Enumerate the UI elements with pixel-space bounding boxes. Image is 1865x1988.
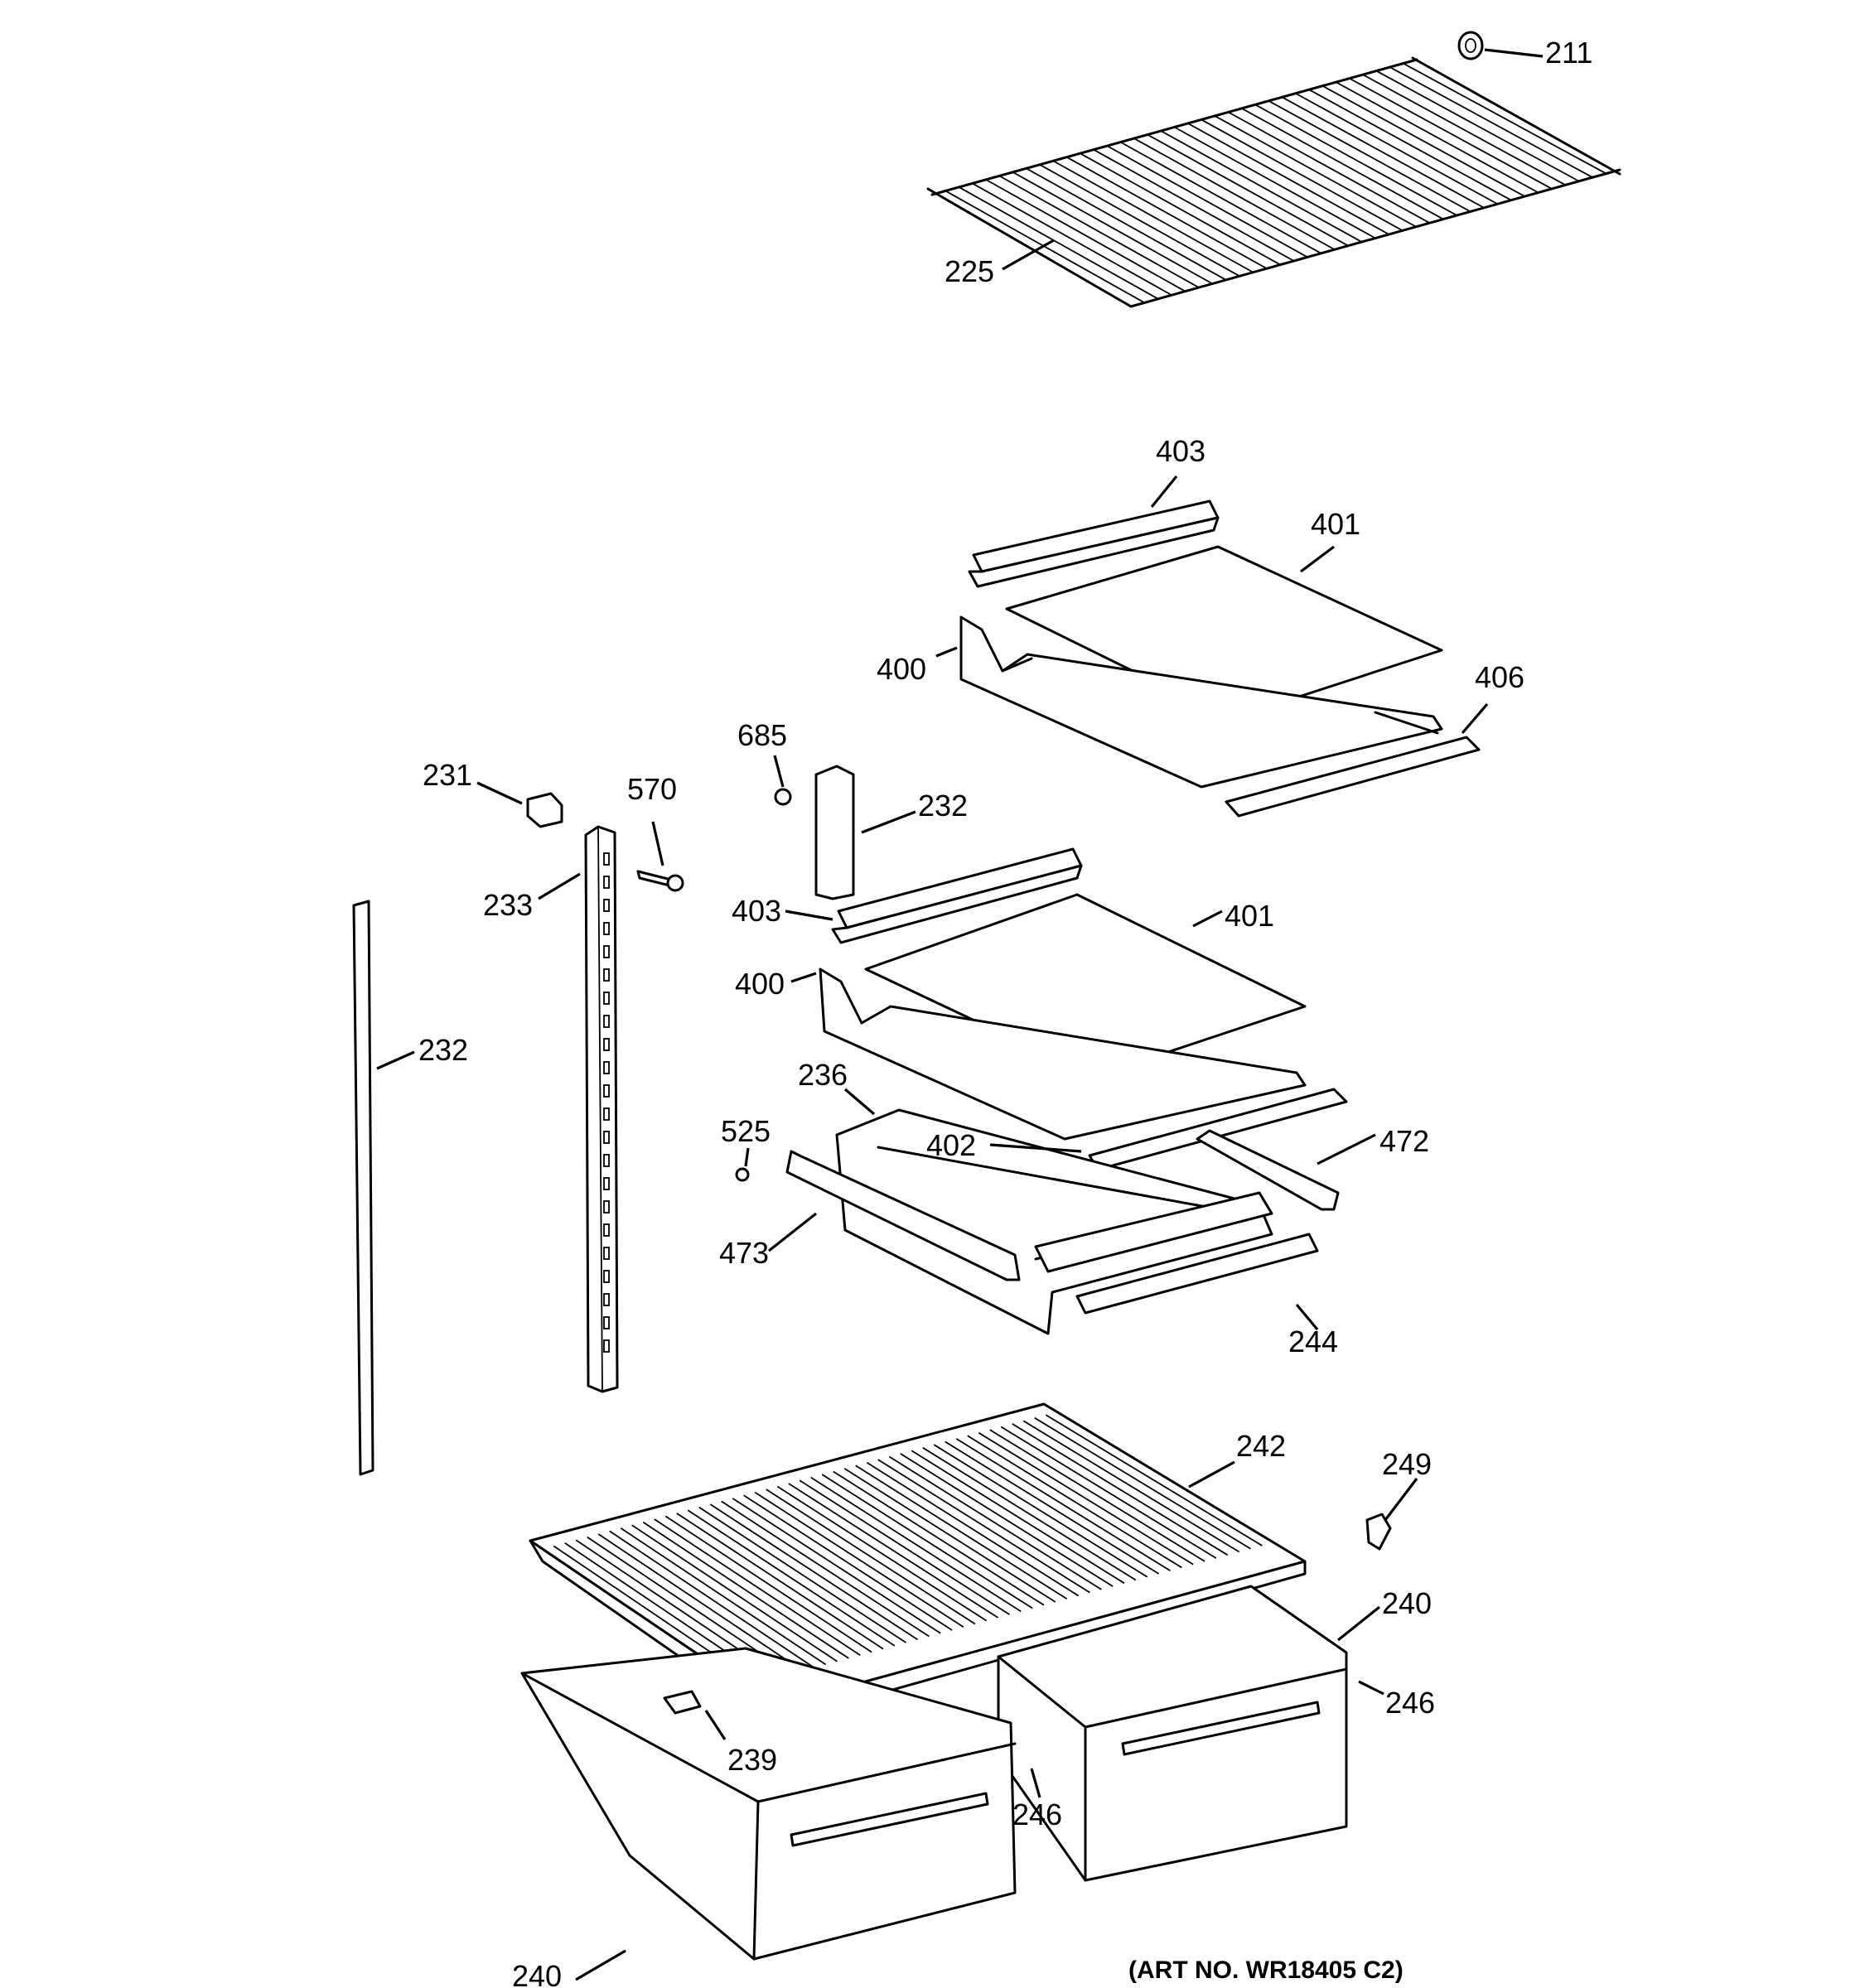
screw-525 xyxy=(735,1167,750,1182)
callout-236: 236 xyxy=(798,1058,848,1092)
shelf-stop-211 xyxy=(1457,31,1484,60)
callout-labels: 211 225 403 401 400 406 685 232 231 570 … xyxy=(418,36,1592,1988)
callout-240: 240 xyxy=(512,1959,562,1988)
callout-400: 400 xyxy=(735,967,785,1001)
crisper-drawer-left-240 xyxy=(520,1647,1017,1961)
callout-401: 401 xyxy=(1311,507,1360,541)
screw-685 xyxy=(774,788,792,806)
art-number-caption: (ART NO. WR18405 C2) xyxy=(1128,1957,1404,1984)
shelf-ladder-233 xyxy=(584,825,619,1393)
screw-570 xyxy=(636,870,684,892)
callout-400: 400 xyxy=(877,652,926,686)
meat-pan-assembly xyxy=(785,1108,1340,1335)
callout-leaders xyxy=(376,48,1544,1981)
shelf-ladder-232-right xyxy=(814,765,855,900)
callout-472: 472 xyxy=(1379,1124,1429,1158)
callout-402: 402 xyxy=(926,1128,976,1162)
callout-406: 406 xyxy=(1475,660,1524,694)
callout-244: 244 xyxy=(1288,1325,1338,1358)
callout-473: 473 xyxy=(719,1236,769,1270)
upper-shelf-assembly xyxy=(959,499,1481,818)
clip-249 xyxy=(1365,1513,1392,1551)
cap-231 xyxy=(526,792,563,828)
callout-242: 242 xyxy=(1236,1429,1286,1463)
callout-403: 403 xyxy=(732,894,781,928)
callout-232: 232 xyxy=(918,789,968,823)
callout-239: 239 xyxy=(727,1743,777,1777)
support-239 xyxy=(663,1690,702,1715)
callout-249: 249 xyxy=(1382,1447,1432,1481)
callout-240: 240 xyxy=(1382,1586,1432,1620)
callout-246: 246 xyxy=(1385,1686,1435,1720)
callout-401: 401 xyxy=(1225,899,1274,933)
callout-246: 246 xyxy=(1012,1797,1062,1831)
callout-232: 232 xyxy=(418,1033,468,1067)
callout-685: 685 xyxy=(737,718,787,752)
callout-211: 211 xyxy=(1545,36,1592,70)
lower-shelf-assembly xyxy=(819,847,1348,1171)
shelf-ladder-232-left xyxy=(352,900,374,1476)
callout-525: 525 xyxy=(721,1114,771,1148)
callout-225: 225 xyxy=(945,254,994,288)
wire-shelf-225 xyxy=(926,56,1621,308)
callout-233: 233 xyxy=(483,888,533,922)
callout-570: 570 xyxy=(627,772,677,806)
callout-403: 403 xyxy=(1156,434,1205,468)
callout-231: 231 xyxy=(423,758,472,792)
